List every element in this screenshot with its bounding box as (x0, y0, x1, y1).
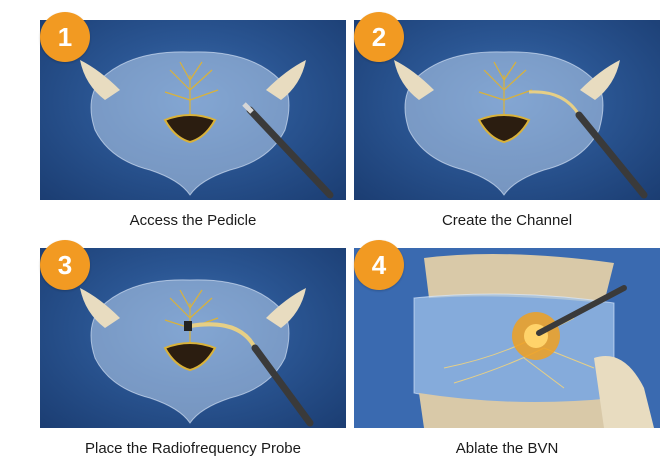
step-2-badge: 2 (354, 12, 404, 62)
step-2-caption: Create the Channel (354, 212, 660, 229)
step-3-caption: Place the Radiofrequency Probe (40, 440, 346, 457)
step-1-caption: Access the Pedicle (40, 212, 346, 229)
step-4-caption: Ablate the BVN (354, 440, 660, 457)
step-1-badge: 1 (40, 12, 90, 62)
step-4-badge: 4 (354, 240, 404, 290)
step-3-badge: 3 (40, 240, 90, 290)
